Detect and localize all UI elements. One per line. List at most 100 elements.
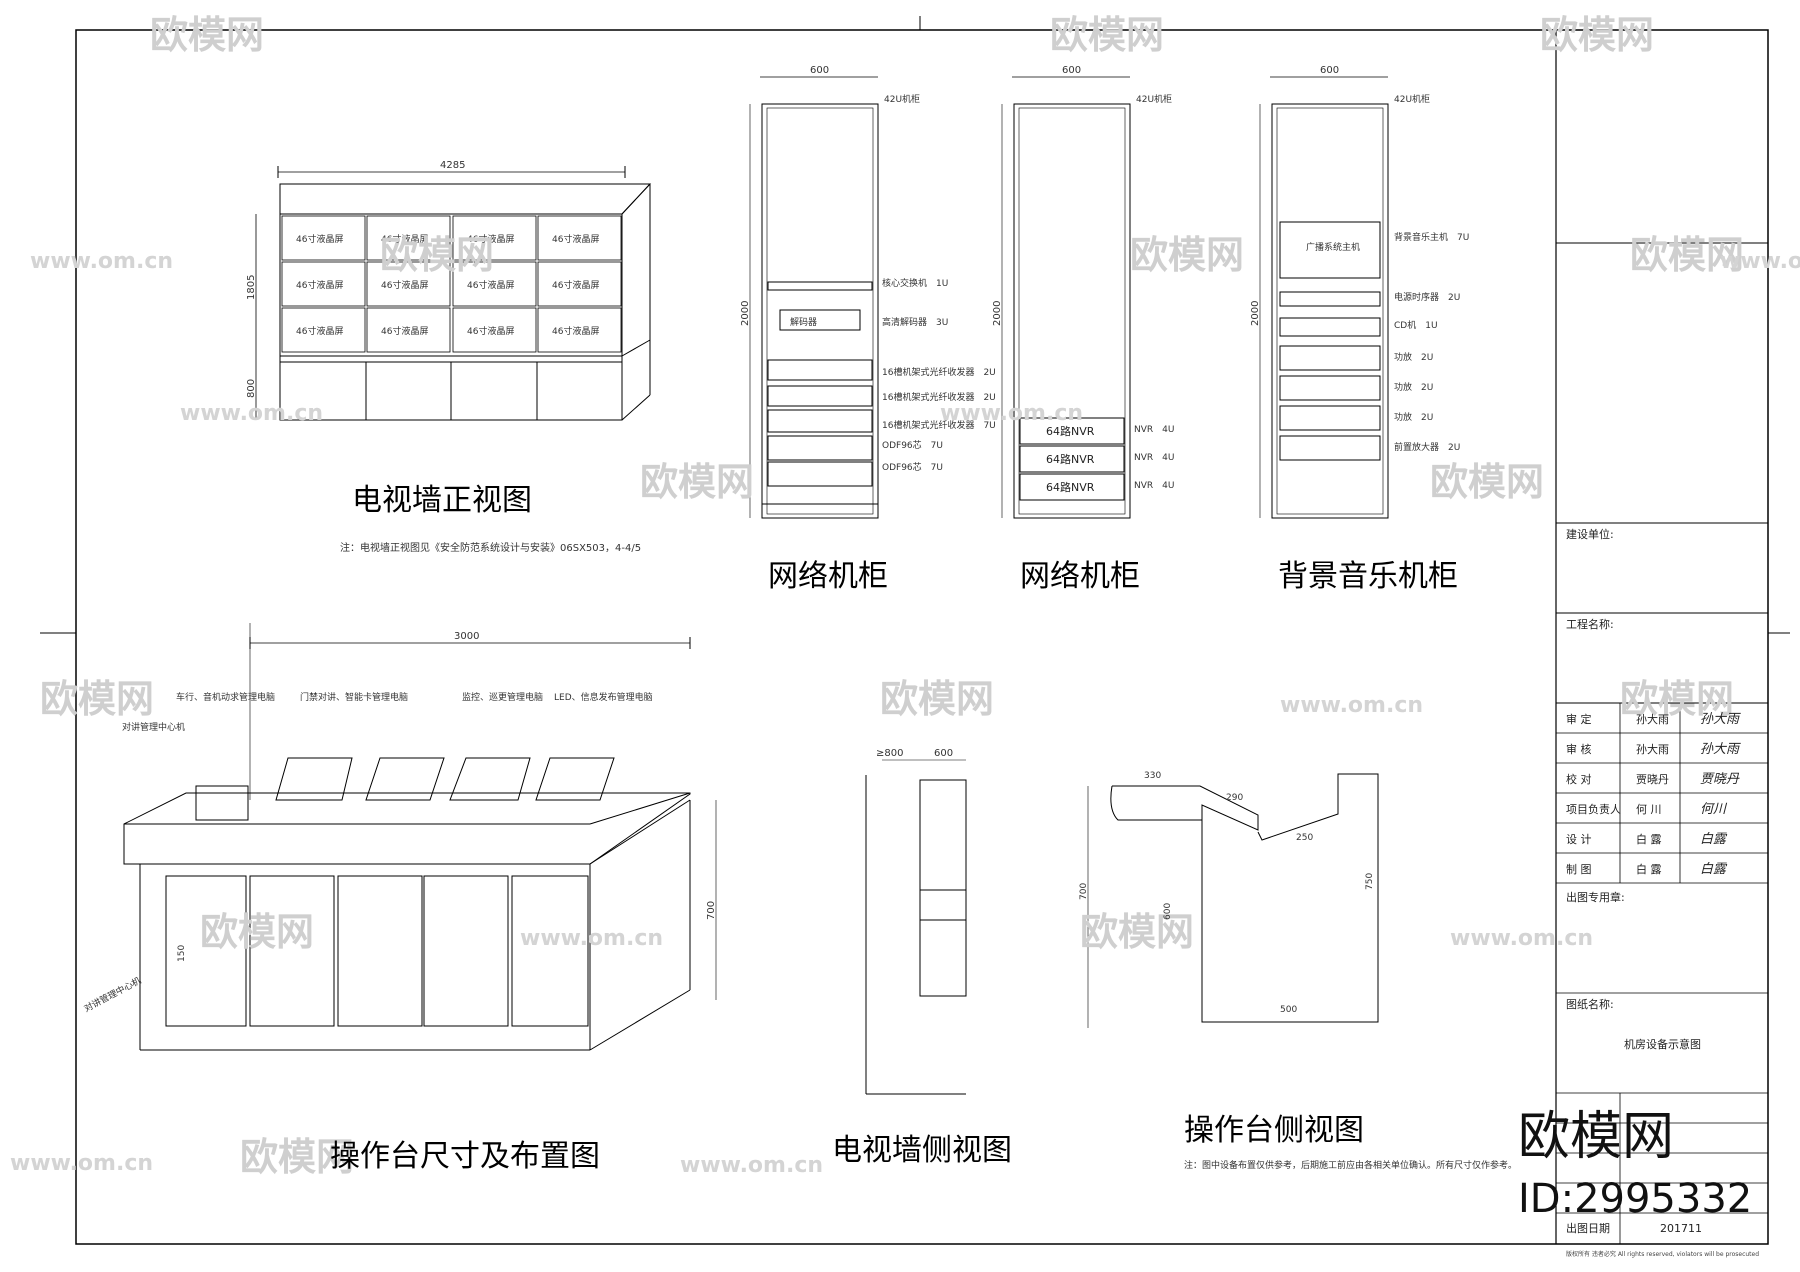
brand-watermark-faint: 欧模网 xyxy=(1080,910,1194,954)
cab1-rack-label: 42U机柜 xyxy=(884,93,920,105)
brand-watermark-faint: 欧模网 xyxy=(1430,460,1544,504)
cab2-rack-label: 42U机柜 xyxy=(1136,93,1172,105)
console-side-d500: 500 xyxy=(1280,1005,1297,1015)
tb-sign: 贾晓丹 xyxy=(1700,772,1740,787)
url-watermark-faint: www.om.cn xyxy=(10,1151,153,1176)
tv-screen-label: 46寸液晶屏 xyxy=(381,233,428,245)
cab1-items-item: 16槽机架式光纤收发器 2U xyxy=(882,391,996,403)
cab1-width-dim: 600 xyxy=(810,65,829,76)
tv-wall-screens: 46寸液晶屏 46寸液晶屏 46寸液晶屏 46寸液晶屏 46寸液晶屏 46寸液晶屏 46寸液… xyxy=(281,215,622,353)
tv-screen-label: 46寸液晶屏 xyxy=(296,325,343,337)
tb-sign: 孙大雨 xyxy=(1700,712,1741,727)
cab2-width-dim: 600 xyxy=(1062,65,1081,76)
tv-wall-height-top-dim: 1805 xyxy=(246,275,257,300)
music-cabinet-title: 背景音乐机柜 xyxy=(1278,559,1458,594)
tv-screen-label: 46寸液晶屏 xyxy=(381,325,428,337)
tv-wall-front-view xyxy=(255,166,652,421)
tv-screen-label: 46寸液晶屏 xyxy=(552,325,599,337)
tv-screen xyxy=(281,261,366,307)
project-label: 工程名称: xyxy=(1566,617,1614,631)
tv-screen xyxy=(281,215,366,261)
url-watermark-faint: www.om.cn xyxy=(30,249,173,274)
url-watermark-faint: www.om.cn xyxy=(940,401,1083,426)
tv-screen xyxy=(366,261,451,307)
tv-wall-side-view xyxy=(865,759,967,1095)
tb-sign: 何川 xyxy=(1700,802,1728,817)
console-bottom-label: 对讲管理中心机 xyxy=(82,974,143,1014)
tv-screen-label: 46寸液晶屏 xyxy=(296,279,343,291)
tb-name: 贾晓丹 xyxy=(1636,773,1669,786)
cab3-items-item: 背景音乐主机 7U xyxy=(1394,231,1469,243)
music-cabinet xyxy=(1259,76,1389,519)
console-label-0: 对讲管理中心机 xyxy=(122,721,185,733)
tv-screen-label: 46寸液晶屏 xyxy=(381,279,428,291)
console-depth-dim: 150 xyxy=(177,945,187,962)
cab1-items-item: 16槽机架式光纤收发器 7U xyxy=(882,419,996,431)
brand-watermark-faint: 欧模网 xyxy=(1050,13,1164,57)
tb-name: 孙大雨 xyxy=(1636,742,1669,756)
url-watermark-faint: www.om.cn xyxy=(1720,249,1800,274)
console-side-title: 操作台侧视图 xyxy=(1184,1113,1364,1148)
tb-sign: 白露 xyxy=(1700,832,1728,847)
tb-role: 审 定 xyxy=(1566,712,1592,726)
url-watermark-faint: www.om.cn xyxy=(1280,693,1423,718)
cab1-items-item: ODF96芯 7U xyxy=(882,461,943,473)
brand-watermark-faint: 欧模网 xyxy=(380,233,494,277)
tv-screen-label: 46寸液晶屏 xyxy=(296,233,343,245)
tv-wall-front-title: 电视墙正视图 xyxy=(352,483,532,518)
cab3-items-item: 电源时序器 2U xyxy=(1394,291,1460,303)
console-side-d250: 250 xyxy=(1296,833,1313,843)
cab3-host-label: 广播系统主机 xyxy=(1306,241,1360,253)
console-side-d600: 600 xyxy=(1163,903,1173,920)
brand-watermark-faint: 欧模网 xyxy=(240,1135,354,1179)
date-value: 201711 xyxy=(1660,1222,1702,1235)
brand-watermark: 欧模网 xyxy=(1518,1107,1674,1167)
tv-wall-front-note: 注：电视墙正视图见《安全防范系统设计与安装》06SX503，4-4/5 xyxy=(340,541,641,554)
tb-name: 白 露 xyxy=(1636,832,1662,846)
tv-screen xyxy=(452,261,537,307)
console-label-3: 监控、巡更管理电脑 xyxy=(462,691,543,703)
tv-screen xyxy=(366,215,451,261)
tv-screen xyxy=(452,215,537,261)
console-height-dim: 700 xyxy=(706,901,717,920)
network-cabinet-1-title: 网络机柜 xyxy=(768,559,888,594)
cab3-items-item: 前置放大器 2U xyxy=(1394,441,1460,453)
network-cabinet-1 xyxy=(749,76,879,519)
tb-role: 制 图 xyxy=(1566,863,1592,876)
tv-screen-label: 46寸液晶屏 xyxy=(467,279,514,291)
url-watermark-faint: www.om.cn xyxy=(180,401,323,426)
copyright-footer: 版权所有 违者必究 All rights reserved, violators… xyxy=(1566,1250,1759,1258)
console-side-d290: 290 xyxy=(1226,793,1243,803)
cab2-items-item: NVR 4U xyxy=(1134,453,1174,463)
title-block-rows-lines xyxy=(1556,703,1768,1244)
tv-screen xyxy=(537,215,622,261)
brand-watermark-faint: 欧模网 xyxy=(150,13,264,57)
brand-watermark-faint: 欧模网 xyxy=(880,677,994,721)
cab3-items-item: 功放 2U xyxy=(1394,411,1433,423)
tb-role: 项目负责人 xyxy=(1566,802,1621,816)
cab2-items-item: NVR 4U xyxy=(1134,425,1174,435)
console-width-dim: 3000 xyxy=(454,631,479,642)
cab2-items-item: NVR 4U xyxy=(1134,481,1174,491)
seal-label: 出图专用章: xyxy=(1566,890,1625,904)
tv-screen-label: 46寸液晶屏 xyxy=(552,279,599,291)
url-watermark-faint: www.om.cn xyxy=(680,1153,823,1178)
brand-watermark-faint: 欧模网 xyxy=(40,677,154,721)
brand-id: ID:2995332 xyxy=(1518,1176,1752,1222)
cab1-items-item: ODF96芯 7U xyxy=(882,439,943,451)
tb-name: 白 露 xyxy=(1636,862,1662,876)
tv-screen xyxy=(537,307,622,353)
url-watermark-faint: www.om.cn xyxy=(1450,926,1593,951)
network-cabinet-2-title: 网络机柜 xyxy=(1020,559,1140,594)
console-side-d700: 700 xyxy=(1079,883,1089,900)
tb-name: 孙大雨 xyxy=(1636,712,1669,726)
tv-screen-label: 46寸液晶屏 xyxy=(467,233,514,245)
brand-watermark-faint: 欧模网 xyxy=(1130,233,1244,277)
tv-wall-side-title: 电视墙侧视图 xyxy=(832,1133,1012,1168)
tv-wall-side-d2: 600 xyxy=(934,748,953,759)
tv-screen xyxy=(537,261,622,307)
watermark-layer: 欧模网欧模网欧模网欧模网欧模网欧模网欧模网欧模网欧模网欧模网欧模网欧模网欧模网欧… xyxy=(10,13,1800,1179)
date-label: 出图日期 xyxy=(1566,1221,1610,1235)
